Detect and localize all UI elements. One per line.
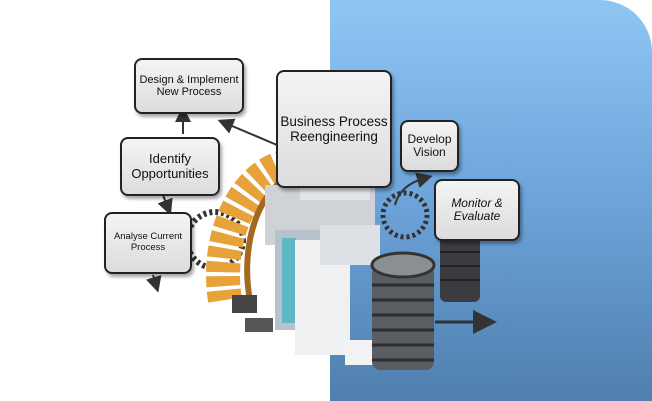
step-label: Identify Opportunities	[131, 150, 209, 181]
step-label: Analyse Current Process	[113, 231, 183, 253]
step-design-implement: Design & Implement New Process	[134, 58, 244, 114]
battery-bands	[440, 251, 480, 281]
arrow-connector	[394, 172, 433, 206]
cylinder-stack	[372, 265, 434, 370]
battery-icon	[440, 236, 480, 302]
step-analyse-current: Analyse Current Process	[104, 212, 192, 274]
cylinder-top	[370, 251, 436, 279]
machine-blocks	[232, 170, 380, 365]
step-develop-vision: Develop Vision	[400, 120, 459, 172]
arrow-connector	[157, 194, 173, 216]
center-label: Business Process Reengineering	[280, 113, 388, 144]
cylinder-stripes	[372, 283, 434, 362]
arrow-connector	[146, 274, 162, 293]
step-identify-opportunities: Identify Opportunities	[120, 137, 220, 196]
step-monitor-evaluate: Monitor & Evaluate	[434, 179, 520, 241]
arrow-connector	[217, 118, 278, 146]
step-label: Develop Vision	[407, 131, 452, 159]
center-business-process-reengineering: Business Process Reengineering	[276, 70, 392, 188]
step-label: Monitor & Evaluate	[451, 195, 503, 223]
gear-icon	[380, 190, 430, 240]
step-label: Design & Implement New Process	[139, 73, 239, 98]
